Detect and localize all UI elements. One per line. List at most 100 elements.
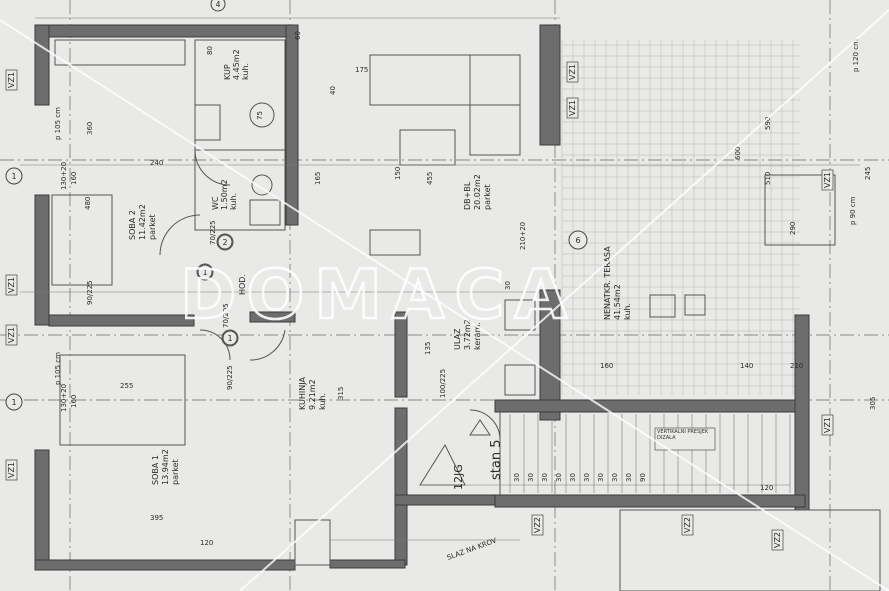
- axis-label-1b: 1: [11, 398, 16, 407]
- room-kup-name: KUP: [223, 64, 232, 80]
- window-tag: p 105 cm: [54, 352, 62, 385]
- room-labels: SOBA 2 11.42m2 parket SOBA 1 13.94m2 par…: [128, 49, 632, 485]
- dimension-number: 90: [639, 473, 647, 482]
- room-soba2: SOBA 2 11.42m2 parket: [128, 204, 157, 240]
- watermark-text: DOMACA: [180, 256, 577, 335]
- room-terasa-floor: kuh.: [623, 303, 632, 320]
- room-hodnik-name: HOD.: [238, 274, 247, 295]
- room-kup-area: 4.45m2: [232, 49, 241, 80]
- dimension-number: 160: [600, 362, 613, 370]
- dimension-number: 480: [84, 197, 92, 210]
- axis-label-2: 2: [222, 238, 227, 247]
- dimension-number: 135: [424, 342, 432, 355]
- room-soba2-area: 11.42m2: [138, 204, 147, 240]
- dimension-number: 30: [625, 473, 633, 482]
- wall-tag-text: VZ1: [823, 172, 832, 188]
- window-tag: p 105 cm: [54, 107, 62, 140]
- dimension-number: 40: [329, 86, 337, 95]
- unit-code-text: 12JG: [452, 464, 465, 490]
- dimension-number: 60: [294, 31, 302, 40]
- wall-tag-text: VZ2: [683, 517, 692, 533]
- room-soba1-name: SOBA 1: [151, 455, 160, 485]
- dimension-number: 305: [869, 397, 877, 410]
- wall-tag: VZ2: [531, 514, 544, 536]
- room-ulaz: ULAZ 3.72m2 keram.: [453, 319, 482, 350]
- dimension-number: 30: [513, 473, 521, 482]
- room-terasa: NENATKR. TERASA 41.54m2 kuh.: [603, 246, 632, 320]
- window-tag: p 120 cm: [852, 39, 860, 72]
- window-tag: 210+20: [519, 222, 527, 250]
- room-ulaz-name: ULAZ: [453, 328, 462, 350]
- window-tag: 160: [70, 172, 78, 185]
- door-tag: 70/225: [209, 220, 217, 245]
- wall-tag: VZ2: [771, 529, 784, 551]
- unit-label-text: stan 5: [489, 440, 504, 480]
- wall-tag-text: VZ1: [7, 327, 16, 343]
- room-soba1: SOBA 1 13.94m2 parket: [151, 449, 180, 485]
- wall-tag-text: VZ1: [7, 72, 16, 88]
- dimension-number: 30: [597, 473, 605, 482]
- watermark: DOMACA: [0, 9, 889, 591]
- room-terasa-name: NENATKR. TERASA: [603, 246, 612, 320]
- dimension-number: 30: [569, 473, 577, 482]
- dimension-number: 290: [789, 222, 797, 235]
- unit-label: stan 5: [489, 440, 504, 480]
- room-wc-floor: kuh.: [229, 193, 238, 210]
- axis-label-1d: 1: [227, 334, 232, 343]
- dimension-number: 510: [764, 172, 772, 185]
- room-hodnik: HOD.: [238, 274, 247, 295]
- door-tag: 90/225: [226, 365, 234, 390]
- room-soba2-name: SOBA 2: [128, 210, 137, 240]
- dimension-number: 30: [611, 473, 619, 482]
- wall-tag-text: VZ1: [7, 277, 16, 293]
- dimension-lines: [20, 17, 860, 541]
- wall-tag: VZ1: [566, 97, 579, 119]
- room-db: DB+BL 20.02m2 parket: [463, 174, 492, 210]
- wall-tag-text: VZ2: [773, 532, 782, 548]
- wall-tag: VZ1: [821, 169, 834, 191]
- wall-tag-text: VZ1: [568, 64, 577, 80]
- room-wc: WC 1.50m2 kuh.: [211, 179, 238, 210]
- wall-tag-text: VZ2: [533, 517, 542, 533]
- dimension-number: 30: [555, 473, 563, 482]
- dimension-number: 590: [764, 117, 772, 130]
- door-tag: 100/225: [439, 369, 447, 398]
- door-tags: 90/225 90/225 70/225 100/225 70/205: [86, 220, 447, 398]
- wall-tag-text: VZ1: [7, 462, 16, 478]
- room-ulaz-area: 3.72m2: [463, 319, 472, 350]
- dimension-number: 455: [426, 172, 434, 185]
- dimension-number: 240: [150, 159, 163, 167]
- room-kuhinja: KUHINJA 9.21m2 kuh.: [298, 377, 327, 410]
- interior-lines: [51, 39, 881, 591]
- door-tag: 90/225: [86, 280, 94, 305]
- axis-label-6: 6: [575, 236, 580, 245]
- room-soba2-floor: parket: [148, 214, 157, 240]
- unit-code: 12JG: [452, 464, 465, 490]
- room-kuhinja-area: 9.21m2: [308, 379, 317, 410]
- wall-tag: VZ1: [821, 414, 834, 436]
- dimension-number: 30: [527, 473, 535, 482]
- dimension-number: 395: [150, 514, 163, 522]
- dimension-number: 30: [541, 473, 549, 482]
- dimension-number: 140: [740, 362, 753, 370]
- dimension-number: 30: [504, 281, 512, 290]
- wall-tag-text: VZ1: [823, 417, 832, 433]
- walls: [34, 24, 810, 571]
- axis-label-1c: 1: [202, 268, 207, 277]
- dimension-number: 255: [120, 382, 133, 390]
- dimension-number: 120: [760, 484, 773, 492]
- dimension-number: 600: [734, 147, 742, 160]
- wall-tag: VZ1: [566, 61, 579, 83]
- room-ulaz-floor: keram.: [473, 322, 482, 350]
- wall-tag: VZ1: [5, 324, 18, 346]
- stair-note-text: VERTIKALNI PRESJEK DIZALA: [657, 429, 709, 441]
- wall-tag: VZ2: [681, 514, 694, 536]
- dimension-number: 360: [86, 122, 94, 135]
- axis-markers: 1 1 6 1 2 1 4: [5, 0, 588, 411]
- dimension-number: 150: [394, 167, 402, 180]
- stair-note-box: VERTIKALNI PRESJEK DIZALA: [654, 427, 716, 451]
- dimension-number: 75: [256, 111, 264, 120]
- terrace-hatch: [561, 40, 800, 395]
